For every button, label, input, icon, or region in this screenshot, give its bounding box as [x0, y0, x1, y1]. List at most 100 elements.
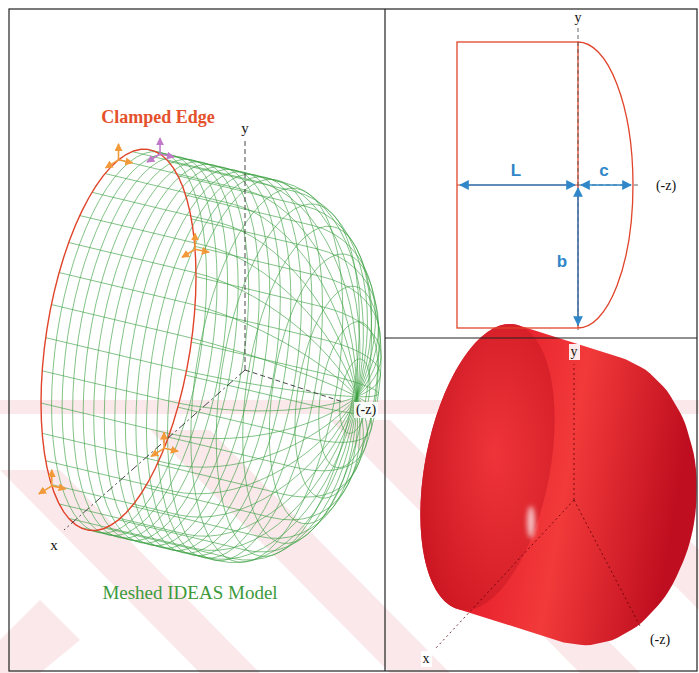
mesh-line [191, 219, 317, 249]
mesh-line [191, 342, 317, 372]
axis-label: y [569, 344, 580, 359]
axis-label: x [421, 651, 432, 666]
axis-label: (-z) [354, 402, 378, 417]
mesh-line [195, 397, 357, 551]
dimension-arrow [460, 184, 575, 185]
mesh-line [196, 277, 322, 307]
mesh-line [216, 204, 359, 556]
mesh-line [172, 368, 357, 397]
z-axis [578, 185, 640, 186]
mesh-line [195, 246, 321, 276]
panel-caption: Meshed IDEAS Model [100, 583, 279, 604]
mesh-model [39, 138, 381, 562]
mesh-line [59, 504, 185, 534]
mesh-line [41, 403, 167, 433]
mesh-line [323, 307, 382, 397]
constraint-symbol [151, 432, 178, 456]
mesh-line [312, 225, 375, 396]
mesh-line [73, 157, 228, 538]
mesh-line [59, 273, 185, 303]
mid-line [457, 184, 578, 185]
mesh-line [157, 152, 283, 182]
mesh-line [46, 461, 172, 491]
y-axis [578, 28, 579, 330]
panel-caption: Clamped Edge [99, 108, 217, 128]
x-axis [64, 370, 245, 530]
section-schematic [457, 28, 640, 330]
mesh-line [69, 518, 195, 548]
axis-label: y [239, 120, 251, 137]
mesh-line [105, 174, 231, 204]
mesh-line [304, 206, 371, 397]
dimension-arrow [581, 184, 631, 185]
cap-outline [578, 42, 633, 328]
mesh-line [243, 226, 372, 543]
x-axis [436, 500, 574, 648]
mesh-line [169, 397, 357, 468]
mesh-line [80, 527, 206, 557]
clamped-edge [41, 149, 196, 530]
mesh-line [321, 277, 380, 397]
axis-label: x [48, 537, 60, 554]
mesh-line [132, 152, 258, 182]
mesh-line [178, 407, 304, 437]
mesh-line [178, 335, 357, 397]
panel-frame [9, 9, 697, 671]
constraint-symbol [147, 138, 174, 162]
mesh-line [258, 182, 357, 397]
mesh-line [168, 161, 294, 191]
mesh-line [132, 506, 258, 536]
axis-label: (-z) [654, 178, 678, 193]
z-axis [245, 370, 343, 402]
mesh-line [318, 249, 379, 397]
solid-body [420, 324, 696, 645]
mesh-line [218, 397, 356, 563]
mesh-line [272, 179, 360, 396]
highlight [527, 506, 535, 538]
mesh-line [52, 152, 207, 533]
constraint-symbol [182, 233, 209, 257]
mesh-line [178, 176, 304, 206]
mesh-line [80, 216, 206, 246]
z-axis [574, 500, 640, 626]
mesh-line [245, 190, 357, 397]
mesh-line [168, 397, 357, 439]
mesh-line [284, 183, 364, 397]
mesh-line [83, 159, 238, 540]
mesh-line [42, 371, 168, 401]
shaded-solid [420, 324, 696, 648]
mesh-line [51, 305, 177, 335]
mesh-line [232, 204, 357, 397]
constraint-symbol [39, 470, 66, 494]
mesh-line [295, 191, 368, 396]
constraint-symbol [106, 144, 133, 168]
solid-end-face [420, 324, 554, 610]
mesh-line [272, 397, 360, 520]
dimension-label: b [555, 253, 569, 272]
axis-label: (-z) [648, 632, 672, 647]
dimension-label: L [509, 162, 523, 181]
mesh-line [318, 372, 379, 397]
mesh-line [46, 338, 172, 368]
mesh-line [92, 192, 218, 222]
mesh-line [186, 397, 357, 536]
mesh-line [168, 437, 294, 467]
mesh-line [172, 397, 357, 494]
mesh-line [42, 433, 168, 463]
mesh-line [69, 243, 195, 273]
mesh-line [206, 246, 357, 397]
mesh-line [195, 273, 357, 397]
mesh-line [145, 487, 271, 517]
y-axis [574, 364, 575, 500]
mesh-line [195, 309, 321, 339]
dimension-label: c [597, 162, 610, 181]
axis-label: y [573, 10, 584, 25]
mesh-line [62, 154, 217, 535]
cylinder-outline [457, 42, 578, 328]
dimension-arrow [577, 188, 578, 325]
mesh-line [186, 303, 357, 397]
mesh-line [51, 485, 177, 515]
